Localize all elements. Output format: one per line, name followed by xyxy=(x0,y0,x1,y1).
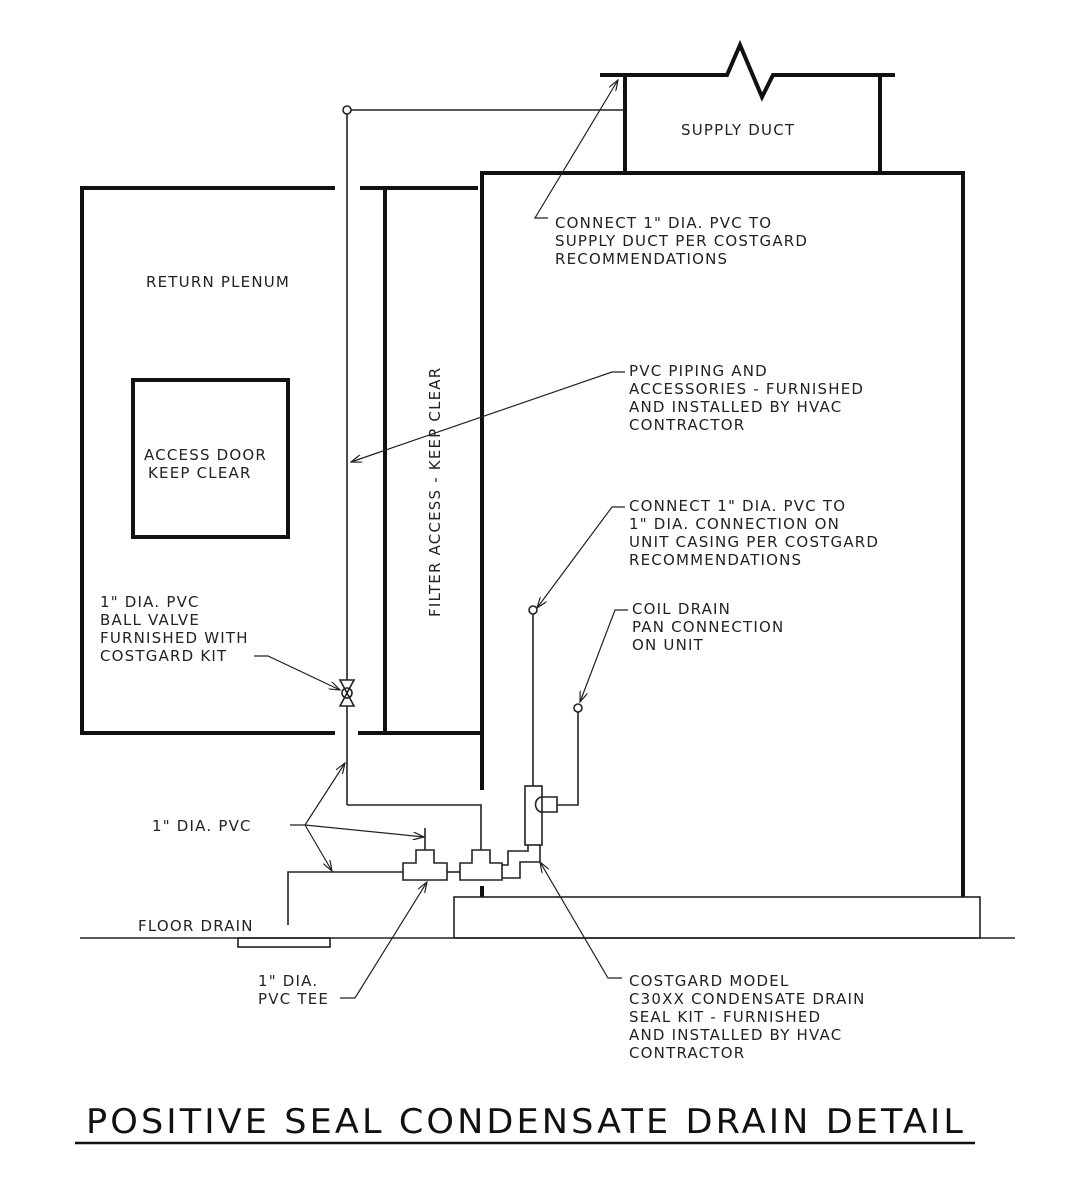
note-line: PAN CONNECTION xyxy=(632,618,784,636)
note-line: PVC PIPING AND xyxy=(629,362,768,380)
note-line: COSTGARD MODEL xyxy=(629,972,790,990)
leader-lines xyxy=(254,80,628,999)
note-line: 1" DIA. PVC xyxy=(100,593,200,611)
note-line: BALL VALVE xyxy=(100,611,200,629)
detail-title: POSITIVE SEAL CONDENSATE DRAIN DETAIL xyxy=(86,1102,966,1142)
pvc-piping xyxy=(287,105,625,925)
ball-valve xyxy=(338,679,356,707)
access-door xyxy=(131,378,290,539)
note-line: ON UNIT xyxy=(632,636,704,654)
ball-valve-note: 1" DIA. PVC BALL VALVE FURNISHED WITH CO… xyxy=(100,593,249,665)
pvc-tee-1 xyxy=(402,849,448,881)
note-line: CONTRACTOR xyxy=(629,1044,745,1062)
supply-duct-label: SUPPLY DUCT xyxy=(681,121,795,139)
coil-drain-note: COIL DRAIN PAN CONNECTION ON UNIT xyxy=(632,600,784,654)
condensate-seal-kit xyxy=(502,605,583,879)
note-line: RECOMMENDATIONS xyxy=(555,250,728,268)
air-handling-unit xyxy=(480,171,965,897)
seal-kit-note: COSTGARD MODEL C30XX CONDENSATE DRAIN SE… xyxy=(629,972,866,1062)
pvc-1in-label: 1" DIA. PVC xyxy=(152,817,252,835)
note-line: FURNISHED WITH xyxy=(100,629,249,647)
return-plenum-label: RETURN PLENUM xyxy=(146,273,290,291)
note-line: AND INSTALLED BY HVAC xyxy=(629,1026,842,1044)
note-line: PVC TEE xyxy=(258,990,329,1008)
return-plenum xyxy=(80,186,482,735)
access-door-label-2: KEEP CLEAR xyxy=(148,464,252,482)
unit-base xyxy=(453,896,981,939)
supply-duct-note: CONNECT 1" DIA. PVC TO SUPPLY DUCT PER C… xyxy=(555,214,808,268)
note-line: CONTRACTOR xyxy=(629,416,745,434)
note-line: CONNECT 1" DIA. PVC TO xyxy=(555,214,772,232)
pvc-tee-2 xyxy=(459,849,503,881)
note-line: 1" DIA. CONNECTION ON xyxy=(629,515,840,533)
note-line: 1" DIA. xyxy=(258,972,318,990)
note-line: C30XX CONDENSATE DRAIN xyxy=(629,990,866,1008)
pvc-tee-note: 1" DIA. PVC TEE xyxy=(258,972,329,1008)
note-line: RECOMMENDATIONS xyxy=(629,551,802,569)
access-door-label-1: ACCESS DOOR xyxy=(144,446,267,464)
note-line: UNIT CASING PER COSTGARD xyxy=(629,533,879,551)
floor-drain xyxy=(237,937,331,948)
floor-drain-label: FLOOR DRAIN xyxy=(138,917,254,935)
note-line: AND INSTALLED BY HVAC xyxy=(629,398,842,416)
pvc-piping-note: PVC PIPING AND ACCESSORIES - FURNISHED A… xyxy=(629,362,864,434)
filter-access-label: FILTER ACCESS - KEEP CLEAR xyxy=(426,367,444,617)
note-line: COSTGARD KIT xyxy=(100,647,227,665)
unit-connection-note: CONNECT 1" DIA. PVC TO 1" DIA. CONNECTIO… xyxy=(629,497,879,569)
note-line: CONNECT 1" DIA. PVC TO xyxy=(629,497,846,515)
note-line: SEAL KIT - FURNISHED xyxy=(629,1008,821,1026)
note-line: SUPPLY DUCT PER COSTGARD xyxy=(555,232,808,250)
supply-duct xyxy=(600,39,895,173)
note-line: COIL DRAIN xyxy=(632,600,731,618)
note-line: ACCESSORIES - FURNISHED xyxy=(629,380,864,398)
